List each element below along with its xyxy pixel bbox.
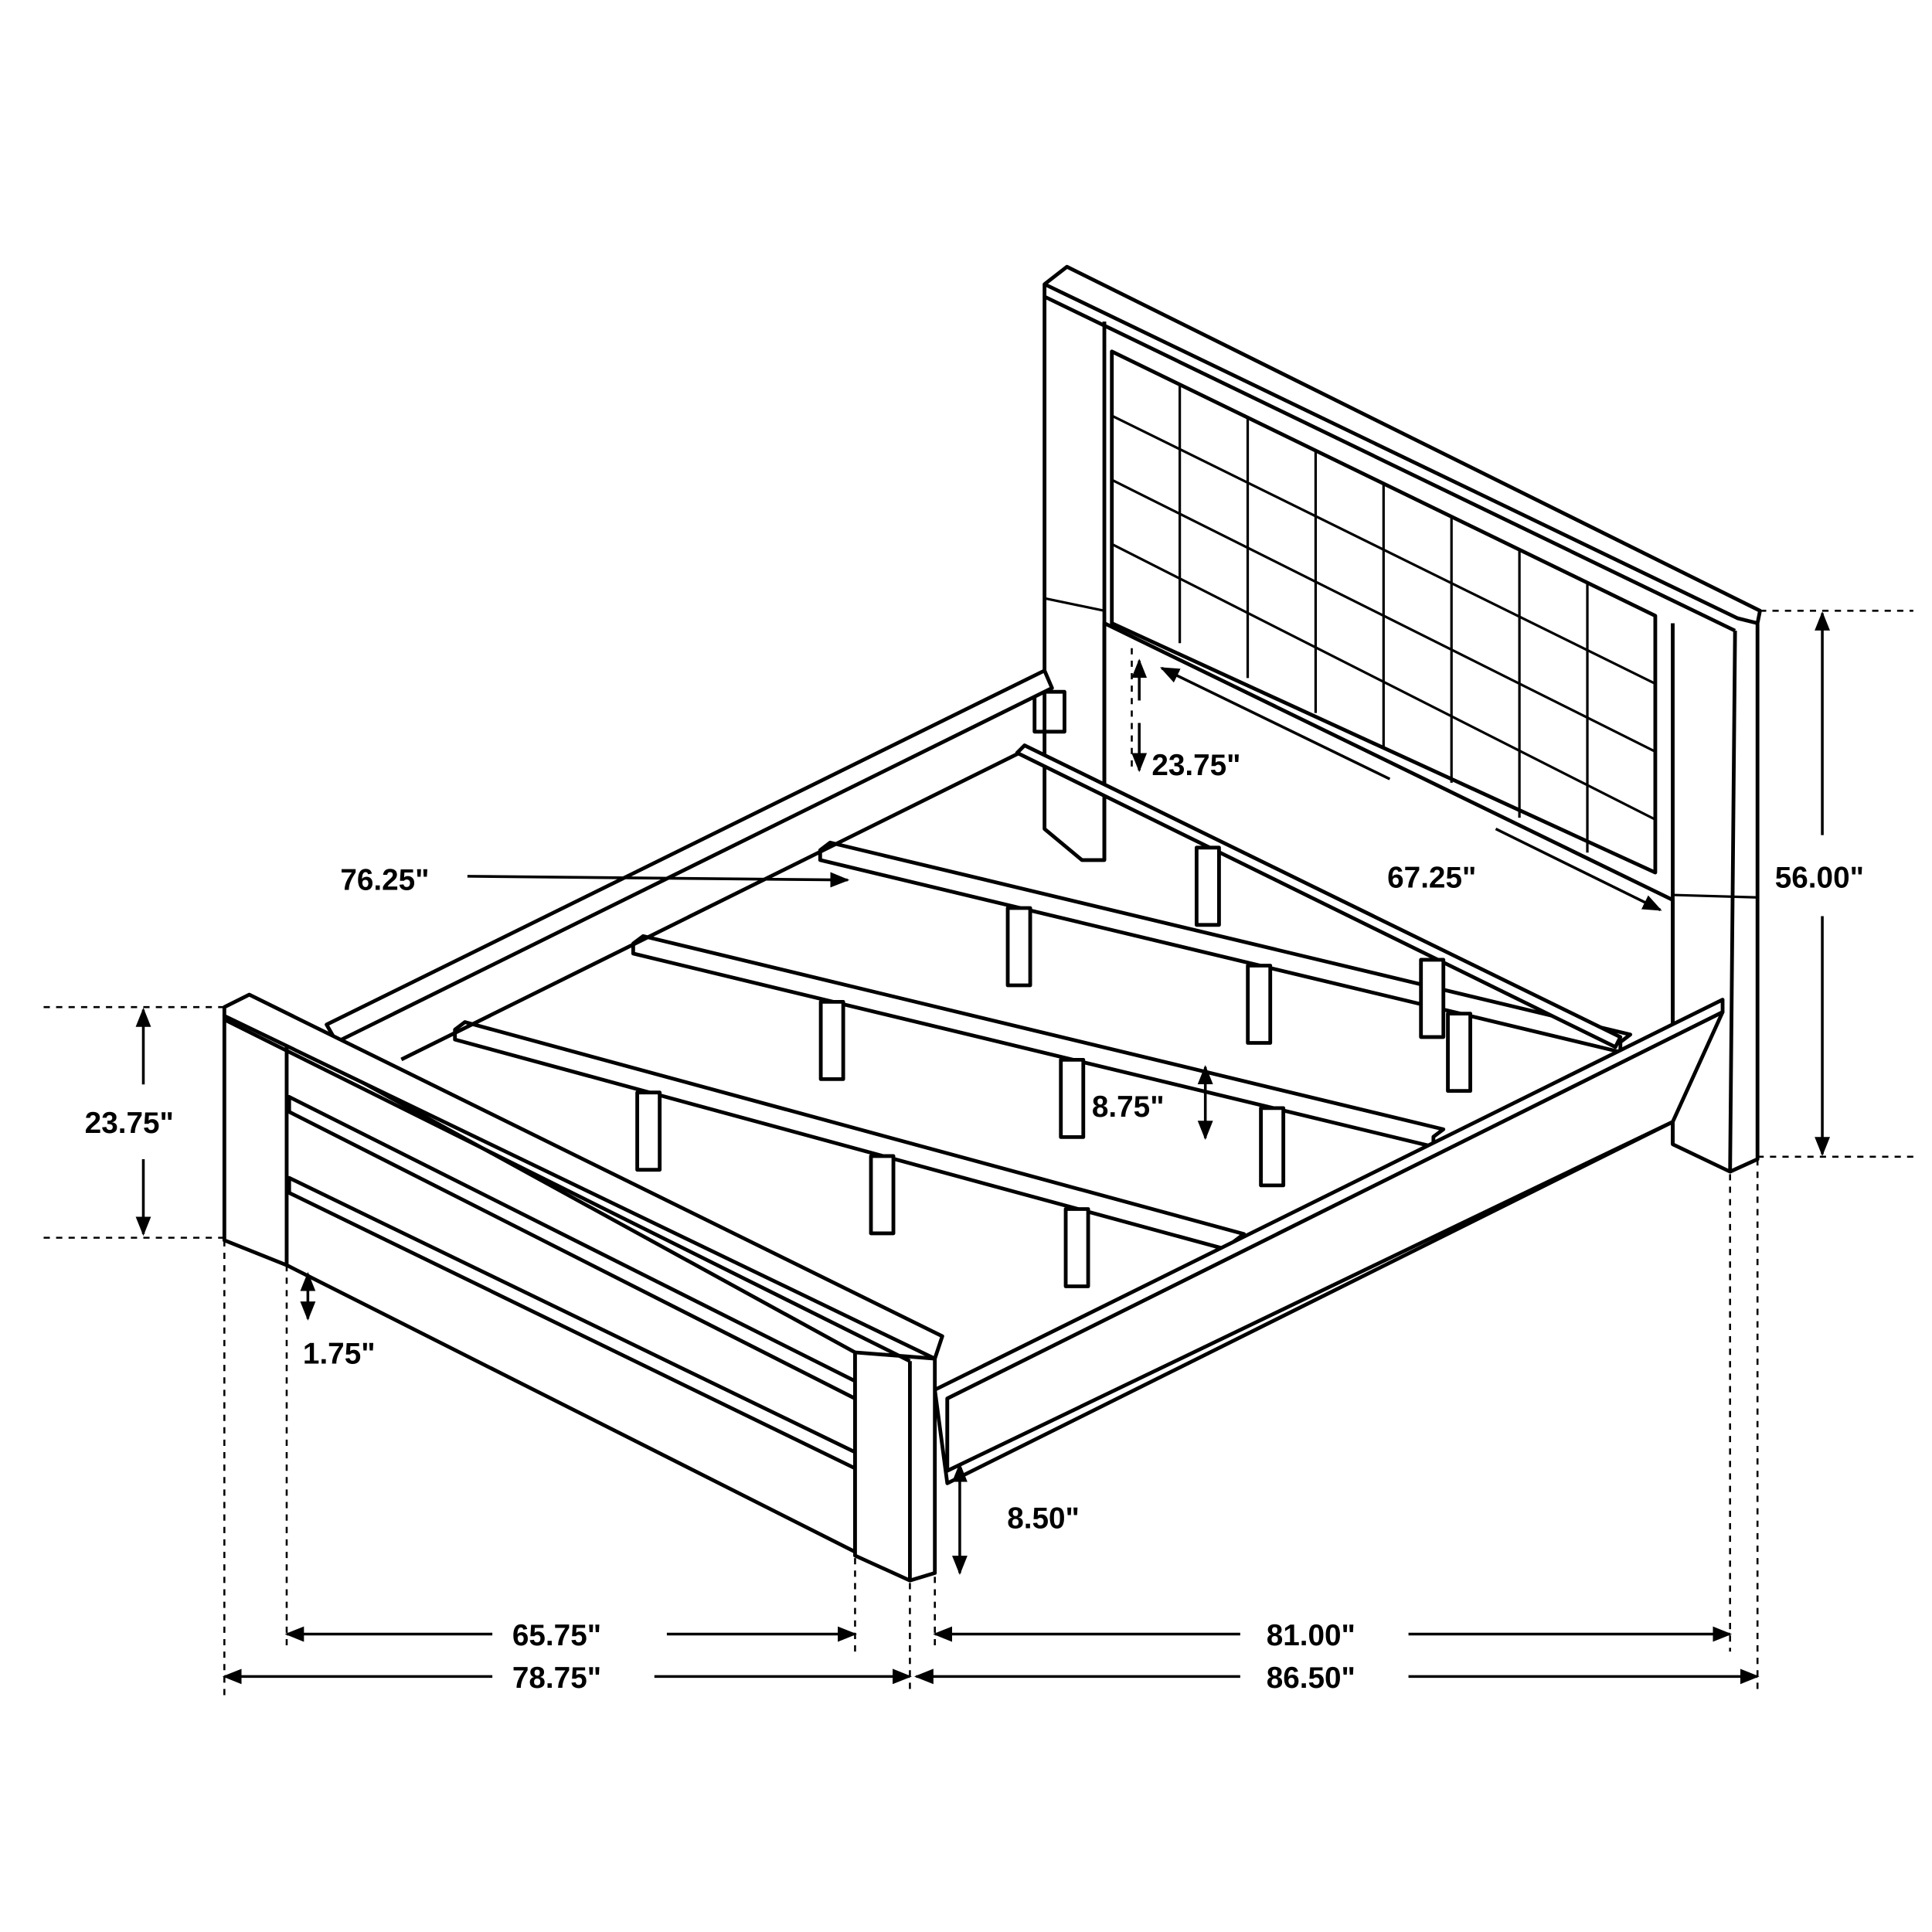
label-footboard-height: 23.75" xyxy=(85,1107,174,1140)
label-support-leg-height: 8.75" xyxy=(1092,1090,1165,1124)
label-rail-clearance: 8.50" xyxy=(1007,1502,1080,1535)
support-leg xyxy=(1446,1012,1472,1094)
support-leg xyxy=(1194,845,1221,927)
support-leg xyxy=(1419,957,1446,1039)
tufting-grid xyxy=(1111,384,1656,853)
extension-lines xyxy=(43,610,1913,1696)
headboard xyxy=(1032,264,1762,1174)
label-headboard-panel-width: 67.25" xyxy=(1387,861,1476,894)
support-leg xyxy=(635,1090,662,1172)
support-leg xyxy=(1005,906,1032,988)
tuft-line-horizontal xyxy=(1111,414,1656,685)
support-leg xyxy=(1063,1207,1090,1288)
tuft-line-horizontal xyxy=(1111,543,1656,821)
label-inner-width: 65.75" xyxy=(512,1619,601,1652)
tufted-panel xyxy=(1110,349,1658,875)
right-side-rail xyxy=(933,998,1725,1485)
support-leg xyxy=(1246,964,1273,1045)
label-inner-length: 81.00" xyxy=(1267,1619,1355,1652)
dimension-arrows xyxy=(135,611,1830,1685)
left-rail-ledge xyxy=(400,751,1021,1062)
support-leg xyxy=(869,1154,896,1236)
support-leg xyxy=(1259,1106,1286,1188)
support-leg xyxy=(1059,1057,1086,1139)
support-leg xyxy=(818,999,845,1081)
label-side-rail-length: 76.25" xyxy=(340,864,429,897)
slat xyxy=(1015,743,1623,1049)
slat xyxy=(631,934,1446,1149)
label-headboard-height: 56.00" xyxy=(1775,861,1864,894)
footboard xyxy=(222,992,944,1583)
slats xyxy=(453,743,1633,1288)
label-overall-width: 78.75" xyxy=(512,1662,601,1695)
tuft-line-horizontal xyxy=(1111,478,1656,753)
label-headboard-clearance: 23.75" xyxy=(1151,749,1240,782)
label-footboard-clearance: 1.75" xyxy=(303,1338,376,1371)
left-side-rail xyxy=(325,668,1054,1053)
rail-bracket xyxy=(1032,689,1066,734)
label-overall-length: 86.50" xyxy=(1267,1662,1355,1695)
